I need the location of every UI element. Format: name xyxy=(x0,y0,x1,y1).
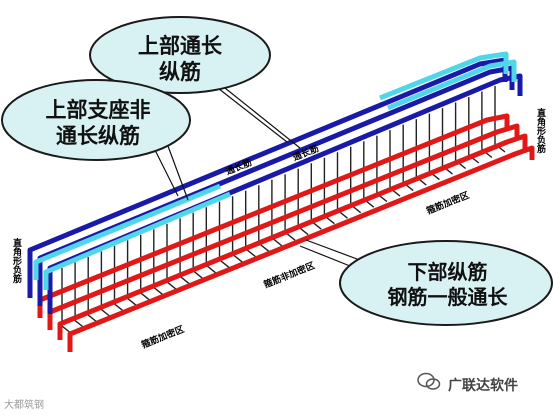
top-bar-3 xyxy=(47,73,523,314)
support-bar-left-2 xyxy=(43,191,231,290)
top-support-bars xyxy=(33,51,517,290)
bottom-bar-2 xyxy=(47,123,520,330)
callout-bubble-top-through xyxy=(89,16,271,94)
watermark-right: 广联达软件 xyxy=(448,378,518,394)
callout-bubble-bottom xyxy=(339,240,553,326)
support-bar-right-2 xyxy=(387,59,517,111)
right-end-bar-label: 直角形负筋 xyxy=(535,108,545,153)
support-bar-left-1 xyxy=(33,183,221,280)
left-end-bar-label: 直角形负筋 xyxy=(11,238,21,283)
stirrup xyxy=(494,86,506,153)
bottom-bars xyxy=(37,113,535,352)
callout-bubble-top-support xyxy=(1,79,191,161)
watermark-left: 大都筑钢 xyxy=(4,400,44,411)
bottom-bar-4 xyxy=(67,145,535,352)
stirrup xyxy=(481,91,493,159)
wechat-icon xyxy=(417,372,441,390)
bottom-bar-3 xyxy=(57,133,528,340)
